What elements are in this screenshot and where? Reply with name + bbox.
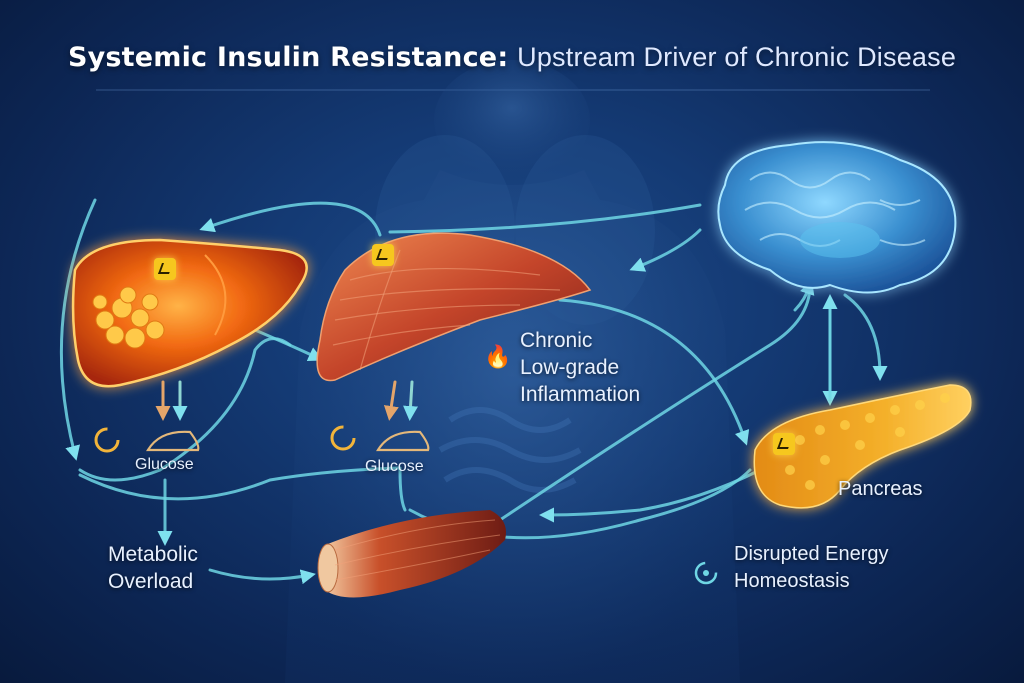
inflammation-label: Chronic Low-grade Inflammation [520, 329, 641, 406]
brain [717, 141, 957, 294]
title-sub: Upstream Driver of Chronic Disease [517, 42, 957, 72]
metabolic-overload-label: Metabolic Overload [108, 543, 198, 593]
cycle-icons [94, 425, 356, 453]
pancreas-marker-icon [773, 433, 795, 455]
flow-arrows [59, 198, 888, 585]
energy-homeostasis-label: Disrupted Energy Homeostasis [734, 543, 889, 592]
flame-icon: 🔥 [484, 345, 512, 370]
muscle-organ [316, 232, 592, 382]
swirl-icon [694, 561, 718, 585]
glucose-arrows [155, 380, 399, 421]
glucose-label-center: Glucose [365, 458, 424, 475]
glucose-blob-icons [146, 430, 430, 452]
title-main: Systemic Insulin Resistance: [67, 42, 509, 73]
pancreas-label: Pancreas [838, 478, 923, 500]
liver-marker-icon [154, 258, 176, 280]
glucose-label-left: Glucose [135, 456, 194, 473]
liver [71, 238, 308, 388]
muscle-fiber-bundle [317, 510, 506, 598]
pancreas [753, 384, 972, 509]
page-title: Systemic Insulin Resistance: Upstream Dr… [0, 42, 1024, 73]
muscle-marker-icon [372, 244, 394, 266]
